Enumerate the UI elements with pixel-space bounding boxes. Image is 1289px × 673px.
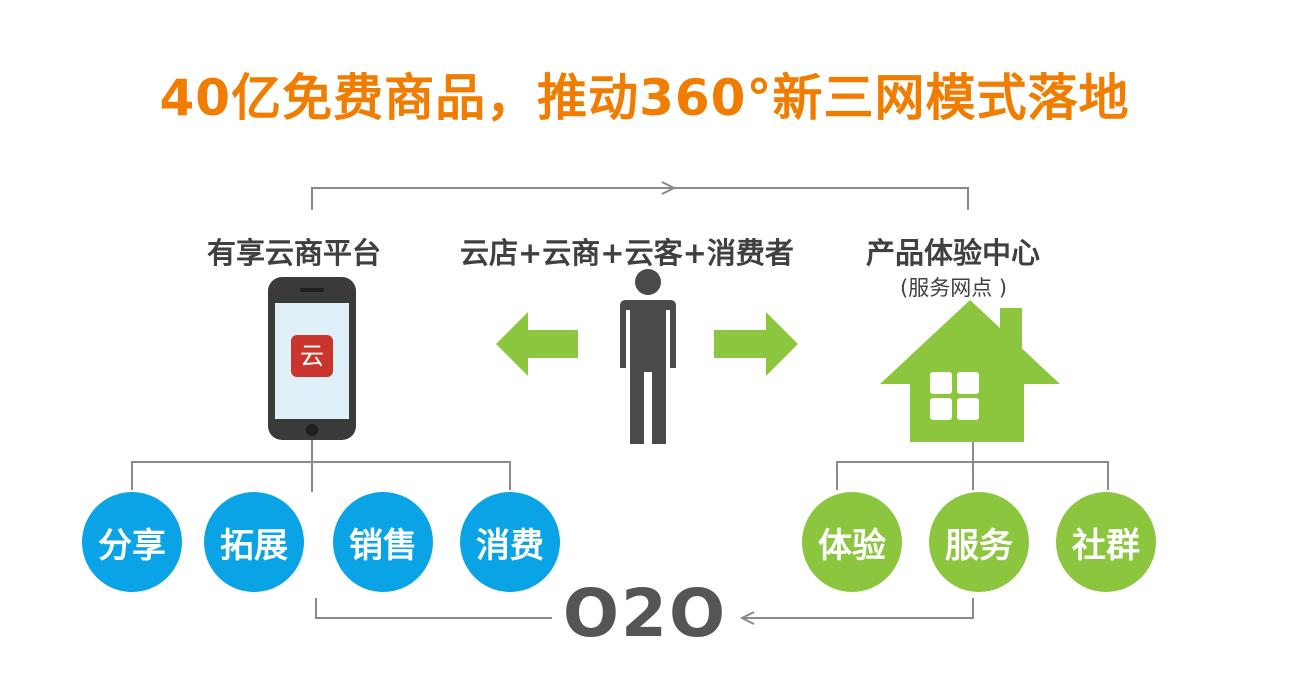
bottom-left-connector (315, 598, 552, 619)
arrow-left-icon (496, 312, 578, 376)
bottom-arrowhead (739, 611, 755, 625)
page-title: 40亿免费商品，推动360°新三网模式落地 (159, 69, 1130, 127)
right-block-sublabel: (服务网点 ) (900, 276, 1008, 300)
node-share: 分享 (82, 492, 182, 592)
app-icon-label: 云 (300, 342, 324, 370)
right-tree-branch (836, 461, 1109, 490)
left-tree-branch (131, 461, 511, 490)
bottom-right-connector (742, 598, 974, 619)
arrow-right-icon (714, 312, 798, 376)
smartphone-icon (268, 277, 356, 440)
house-icon (880, 300, 1060, 442)
node-consume: 消费 (460, 492, 560, 592)
node-service: 服务 (929, 492, 1029, 592)
left-block-label: 有享云商平台 (207, 236, 382, 270)
node-community: 社群 (1056, 492, 1156, 592)
center-block-label: 云店+云商+云客+消费者 (460, 236, 794, 270)
node-experience: 体验 (802, 492, 902, 592)
top-arrowhead (661, 181, 677, 195)
node-sales: 销售 (333, 492, 433, 592)
person-icon (620, 269, 676, 444)
right-block-label: 产品体验中心 (866, 236, 1041, 270)
node-expand: 拓展 (204, 492, 304, 592)
o2o-label: O2O (562, 575, 728, 652)
top-connector (311, 187, 969, 210)
